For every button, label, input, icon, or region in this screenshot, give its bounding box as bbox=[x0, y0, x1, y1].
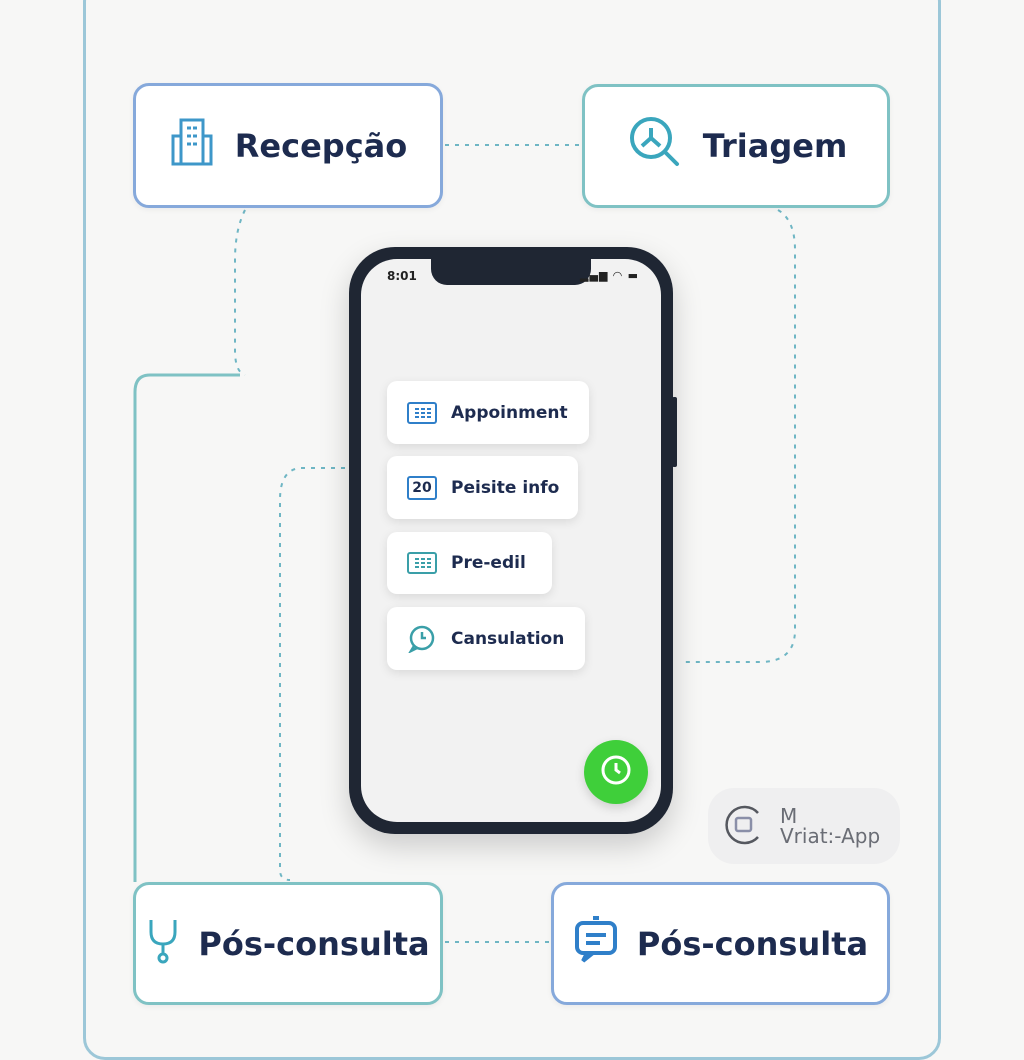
stage-label: Pós-consulta bbox=[198, 924, 430, 963]
stage-label: Triagem bbox=[702, 127, 848, 165]
status-icons: ▂▄▆ ◠ ▬ bbox=[580, 269, 639, 282]
fab-button[interactable] bbox=[584, 740, 648, 804]
logo-mark: M bbox=[780, 804, 798, 828]
stage-label: Pós-consulta bbox=[636, 924, 869, 963]
phone-side-button bbox=[672, 397, 677, 467]
menu-item-label: Peisite info bbox=[451, 477, 560, 498]
stage-label: Recepção bbox=[234, 126, 408, 165]
logo-name: Vriat:-App bbox=[780, 824, 881, 848]
menu-item-label: Cansulation bbox=[451, 628, 565, 649]
menu-item-pre-edit[interactable]: Pre-edil bbox=[387, 532, 552, 594]
chat-icon bbox=[573, 915, 619, 973]
phone-notch bbox=[431, 259, 591, 285]
connector-reception-phone bbox=[234, 209, 246, 376]
calendar-grid-icon bbox=[407, 551, 437, 575]
menu-item-consultation[interactable]: Cansulation bbox=[387, 607, 585, 670]
stage-post-consult-right[interactable]: Pós-consulta bbox=[551, 882, 890, 1005]
clock-icon bbox=[599, 753, 633, 791]
menu-item-appointment[interactable]: Appoinment bbox=[387, 381, 589, 444]
connector-solid-left bbox=[133, 373, 240, 882]
status-time: 8:01 bbox=[387, 269, 417, 283]
signal-icon: ▂▄▆ bbox=[580, 269, 609, 282]
connector-triage-phone bbox=[680, 209, 796, 663]
menu-item-patient-info[interactable]: 20 Peisite info bbox=[387, 456, 578, 519]
menu-item-label: Pre-edil bbox=[451, 553, 526, 573]
wifi-icon: ◠ bbox=[613, 269, 623, 282]
connectors bbox=[133, 144, 796, 943]
stage-triage[interactable]: Triagem bbox=[582, 84, 890, 208]
calendar-grid-icon bbox=[407, 401, 437, 425]
battery-icon: ▬ bbox=[627, 269, 639, 282]
logo-icon bbox=[722, 803, 766, 850]
stethoscope-icon bbox=[146, 916, 180, 972]
calendar-date-icon: 20 bbox=[407, 475, 437, 500]
stage-reception[interactable]: Recepção bbox=[133, 83, 443, 208]
menu-item-label: Appoinment bbox=[451, 402, 568, 423]
stage-post-consult-left[interactable]: Pós-consulta bbox=[133, 882, 443, 1005]
clock-chat-icon bbox=[407, 625, 437, 653]
building-icon bbox=[169, 116, 217, 176]
search-icon bbox=[625, 114, 685, 178]
connector-phone-left bbox=[279, 467, 345, 881]
